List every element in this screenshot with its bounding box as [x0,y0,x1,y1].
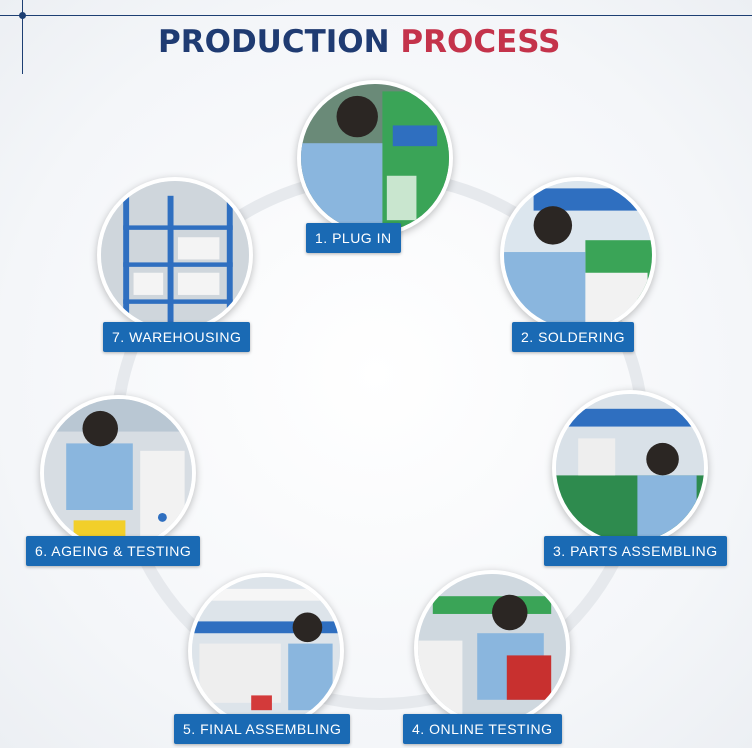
workers-pcb-photo-icon [301,84,449,232]
step-2-photo [500,177,656,333]
step-5-photo [188,573,344,729]
step-1-label: 1. PLUG IN [306,223,401,253]
corner-dot [19,12,26,19]
step-4-label: 4. ONLINE TESTING [403,714,562,744]
soldering-photo-icon [504,181,652,329]
step-6-photo [40,395,196,551]
step-6-label: 6. AGEING & TESTING [26,536,201,566]
title-part-1: PRODUCTION [158,24,390,60]
step-1-photo [297,80,453,236]
corner-line-horizontal [0,15,752,16]
final-assembling-photo-icon [192,577,340,725]
step-5-label: 5. FINAL ASSEMBLING [174,714,351,744]
step-7-label: 7. WAREHOUSING [103,322,251,352]
title-part-2: PROCESS [400,24,561,60]
parts-assembling-photo-icon [556,394,704,542]
step-2-label: 2. SOLDERING [512,322,635,352]
step-4-photo [414,570,570,726]
ageing-testing-photo-icon [44,399,192,547]
corner-line-vertical [22,0,23,74]
page-title: PRODUCTION PROCESS [158,24,561,60]
warehousing-photo-icon [101,181,249,329]
online-testing-photo-icon [418,574,566,722]
step-7-photo [97,177,253,333]
step-3-photo [552,390,708,546]
step-3-label: 3. PARTS ASSEMBLING [544,536,727,566]
